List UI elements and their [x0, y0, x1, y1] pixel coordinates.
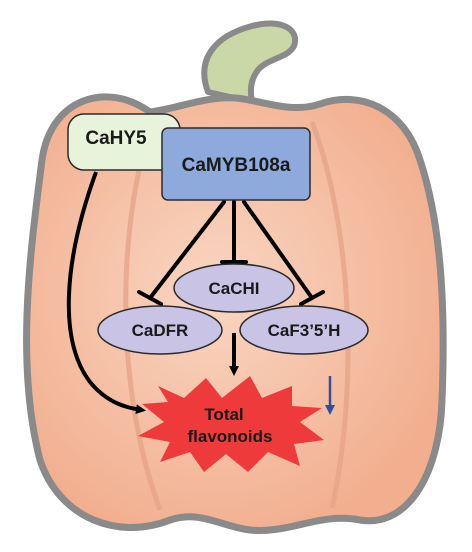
cachi-node: CaCHI	[173, 263, 295, 313]
cahy5-node: CaHY5	[67, 113, 181, 171]
flavonoids-burst-shape	[138, 376, 324, 472]
camyb108a-label: CaMYB108a	[182, 155, 291, 176]
edge-myb-to-dfr-bar	[137, 290, 163, 306]
caf35h-ellipse	[239, 305, 369, 355]
edge-myb-to-dfr	[148, 200, 226, 300]
inhibition-edges	[137, 200, 325, 306]
cachi-label: CaCHI	[208, 279, 259, 298]
caf35h-label: CaF3’5’H	[268, 321, 341, 340]
flavonoids-label-line1: Total	[204, 405, 243, 424]
edge-myb-to-f35h-bar	[299, 290, 325, 306]
camyb108a-node: CaMYB108a	[161, 127, 311, 201]
cachi-ellipse	[173, 263, 295, 313]
flavonoids-label-line2: flavonoids	[187, 427, 272, 446]
cahy5-label: CaHY5	[85, 128, 147, 149]
cadfr-label: CaDFR	[132, 321, 189, 340]
pepper-stem	[201, 20, 299, 105]
camyb108a-box	[161, 127, 311, 201]
edge-myb-to-f35h	[242, 200, 314, 300]
edge-hy5-to-flavonoids	[66, 171, 146, 415]
pepper-lobe-line-right	[309, 121, 351, 509]
cadfr-ellipse	[97, 305, 223, 355]
total-flavonoids-node: Total flavonoids	[138, 376, 324, 472]
caf35h-node: CaF3’5’H	[239, 305, 369, 355]
cadfr-node: CaDFR	[97, 305, 223, 355]
